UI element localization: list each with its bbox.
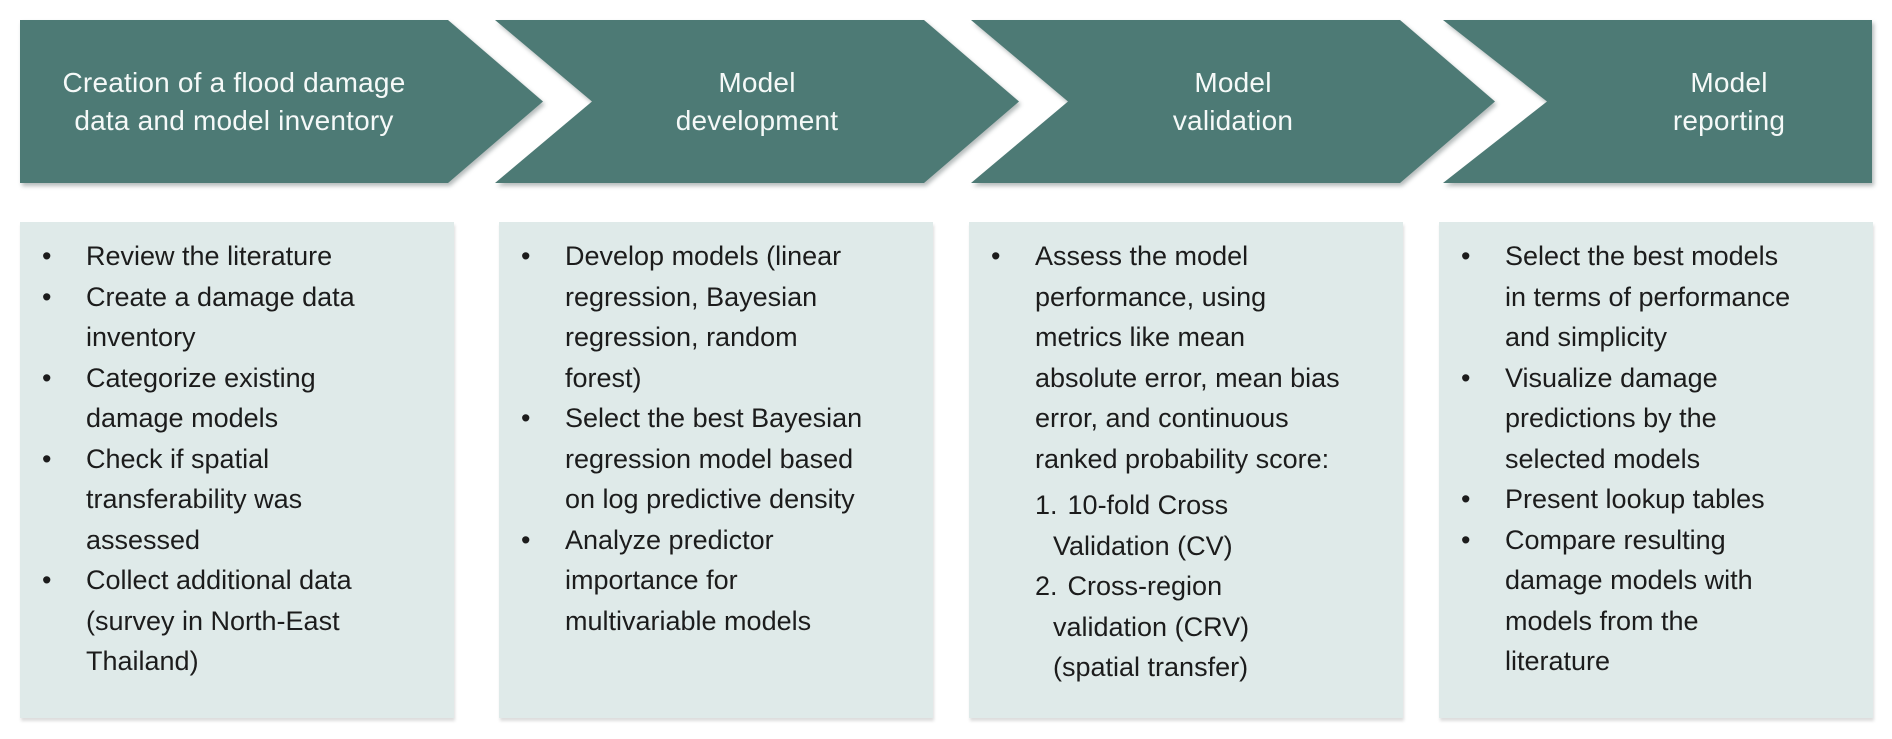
- list-item-text: Review the literature: [86, 241, 333, 271]
- list-item: • Categorize existing damage models: [40, 358, 444, 439]
- stage-details-inventory: • Review the literature • Create a damage …: [20, 222, 454, 718]
- stage-title-line: Model: [1690, 66, 1768, 98]
- list-item-text: Develop models (linear regression, Bayes…: [565, 241, 842, 393]
- list-item-text: Compare resulting damage models with mod…: [1505, 524, 1753, 677]
- list-item: • Review the literature: [40, 236, 444, 277]
- bullet-icon: •: [42, 565, 52, 595]
- list-item: • Collect additional data (survey in Nort…: [40, 560, 444, 682]
- stage-title-line: Creation of a flood damage: [62, 66, 406, 98]
- stage-details-model-development: • Develop models (linear regression, Baye…: [499, 222, 933, 718]
- bullet-icon: •: [1461, 362, 1471, 393]
- stage-title-line: Model: [718, 66, 796, 98]
- stage-title: Creation of a flood damage data and mode…: [63, 64, 406, 140]
- stage-title-line: validation: [1172, 104, 1294, 136]
- stage-title: Model reporting: [1673, 64, 1785, 140]
- stage-details-model-validation: • Assess the model performance, using met…: [969, 222, 1403, 718]
- list-item-text: Visualize damage predictions by the sele…: [1505, 362, 1718, 474]
- chevron-shape: Model validation: [971, 20, 1495, 183]
- stage-title: Model development: [676, 64, 839, 140]
- list-item: • Select the best models in terms of perf…: [1459, 236, 1863, 358]
- bullet-icon: •: [1461, 524, 1471, 555]
- list-item: • Develop models (linear regression, Baye…: [519, 236, 923, 398]
- list-item: • Assess the model performance, using met…: [989, 236, 1393, 479]
- list-item-text: Assess the model performance, using metr…: [1035, 241, 1340, 474]
- number-label: 1.: [1035, 490, 1058, 520]
- list-item-text: Present lookup tables: [1505, 484, 1765, 514]
- list-item-text: Create a damage data inventory: [86, 281, 355, 353]
- bullet-icon: •: [1461, 241, 1471, 271]
- list-item-text: Cross-region validation (CRV) (spatial t…: [1053, 571, 1250, 682]
- list-item-text: 10-fold Cross Validation (CV): [1053, 490, 1233, 561]
- bullet-list: • Review the literature • Create a damage …: [20, 222, 454, 682]
- list-item-text: Select the best Bayesian regression mode…: [565, 403, 863, 514]
- list-item: • Select the best Bayesian regression mod…: [519, 398, 923, 520]
- list-item-text: Check if spatial transferability was ass…: [86, 443, 303, 555]
- bullet-icon: •: [42, 362, 52, 393]
- stage-arrow-inventory: Creation of a flood damage data and mode…: [20, 20, 543, 183]
- stage-title: Model validation: [1173, 64, 1293, 140]
- stage-title-line: reporting: [1672, 104, 1786, 136]
- bullet-icon: •: [1461, 484, 1471, 514]
- list-item: • Compare resulting damage models with mo…: [1459, 520, 1863, 682]
- number-label: 2.: [1035, 571, 1058, 601]
- bullet-list: • Develop models (linear regression, Baye…: [499, 222, 933, 641]
- list-item: • Create a damage data inventory: [40, 277, 444, 358]
- bullet-icon: •: [42, 443, 52, 474]
- stage-arrow-model-development: Model development: [495, 20, 1019, 183]
- list-item: • Present lookup tables: [1459, 479, 1863, 520]
- chevron-shape: Creation of a flood damage data and mode…: [20, 20, 543, 183]
- bullet-list: • Assess the model performance, using met…: [969, 222, 1403, 688]
- list-item-text: Select the best models in terms of perfo…: [1505, 241, 1791, 352]
- list-item: • Visualize damage predictions by the sel…: [1459, 358, 1863, 480]
- list-item: 2.Cross-region validation (CRV) (spatial…: [1035, 566, 1393, 688]
- list-item-text: Analyze predictor importance for multiva…: [565, 524, 812, 636]
- list-item-text: Categorize existing damage models: [86, 362, 316, 434]
- stage-title-line: development: [675, 104, 839, 136]
- bullet-icon: •: [521, 241, 531, 271]
- list-item: • Analyze predictor importance for multiv…: [519, 520, 923, 642]
- stage-title-line: data and model inventory: [74, 104, 394, 136]
- bullet-icon: •: [991, 241, 1001, 271]
- chevron-shape: Model reporting: [1443, 20, 1872, 183]
- bullet-list: • Select the best models in terms of perf…: [1439, 222, 1873, 682]
- stage-details-model-reporting: • Select the best models in terms of perf…: [1439, 222, 1873, 718]
- bullet-icon: •: [42, 241, 52, 271]
- list-item-text: Collect additional data (survey in North…: [86, 565, 352, 676]
- chevron-shape: Model development: [495, 20, 1019, 183]
- stage-arrow-model-validation: Model validation: [971, 20, 1495, 183]
- list-item: • Check if spatial transferability was as…: [40, 439, 444, 561]
- stage-arrow-model-reporting: Model reporting: [1443, 20, 1872, 183]
- bullet-icon: •: [521, 524, 531, 555]
- bullet-icon: •: [42, 281, 52, 312]
- bullet-icon: •: [521, 403, 531, 433]
- stage-title-line: Model: [1194, 66, 1272, 98]
- list-item: 1.10-fold Cross Validation (CV): [1035, 485, 1393, 566]
